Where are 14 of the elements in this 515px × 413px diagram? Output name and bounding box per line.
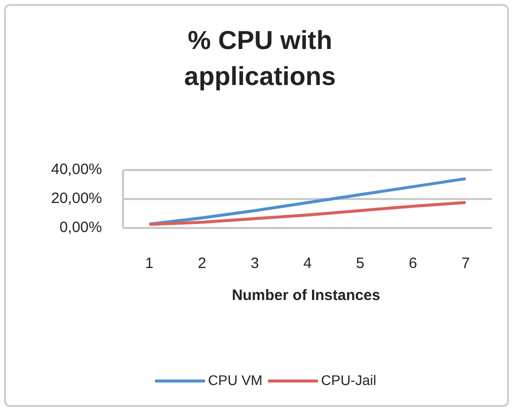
x-tick-label: 3 (250, 255, 260, 272)
x-tick-label: 5 (355, 255, 366, 272)
y-tick-label: 20,00% (50, 190, 102, 207)
y-tick-label: 0,00% (58, 219, 102, 236)
x-tick-label: 7 (460, 255, 471, 272)
x-tick-label: 2 (196, 255, 208, 272)
y-tick-label: 40,00% (50, 161, 102, 178)
x-tick-label: 4 (302, 255, 313, 272)
x-axis-title: Number of Instances (230, 287, 382, 304)
legend-label: CPU-Jail (321, 372, 376, 388)
x-tick-label: 1 (144, 255, 155, 272)
legend-label: CPU VM (208, 372, 262, 388)
x-tick-label: 6 (408, 255, 418, 272)
chart-title: % CPU with applications (183, 24, 337, 93)
